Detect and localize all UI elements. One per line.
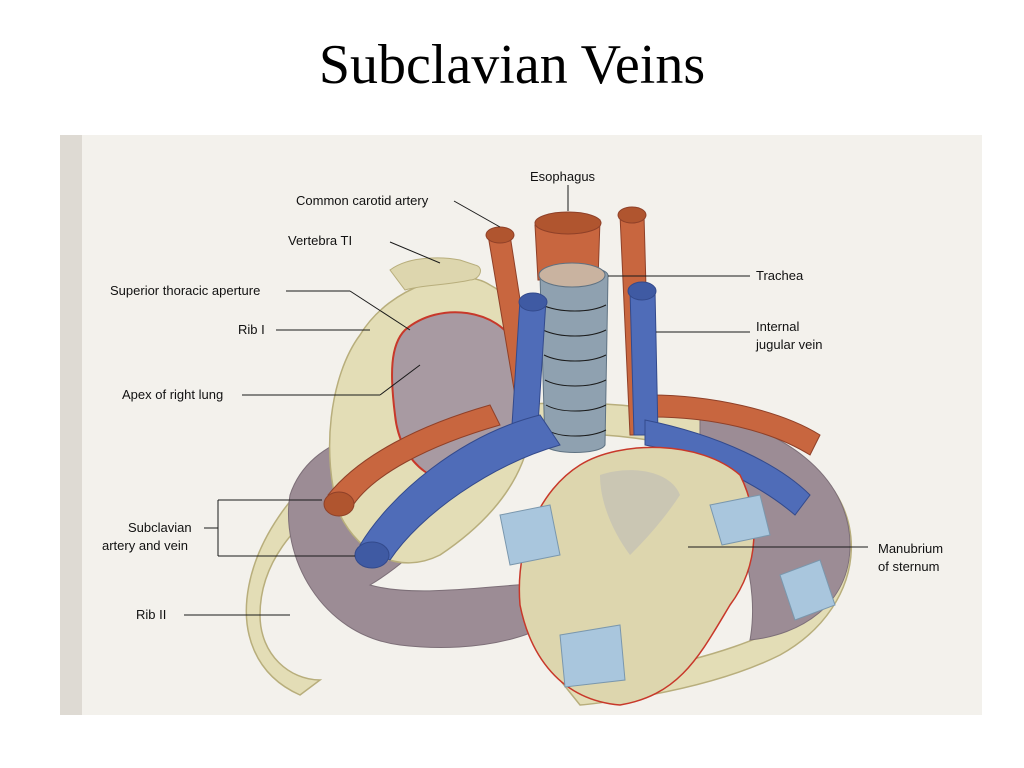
left-jugular-opening [627, 281, 657, 301]
label-common-carotid: Common carotid artery [296, 193, 429, 208]
right-subclavian-artery-opening [323, 491, 355, 517]
left-carotid-opening [617, 206, 647, 224]
rib-i-cartilage-left [709, 494, 771, 546]
label-subclavian-1: Subclavian [128, 520, 192, 535]
label-manubrium-1: Manubrium [878, 541, 943, 556]
label-rib-ii: Rib II [136, 607, 166, 622]
label-superior-aperture: Superior thoracic aperture [110, 283, 260, 298]
manubrium-notch-shadow [600, 470, 680, 555]
anatomy-figure: Esophagus Common carotid artery Vertebra… [60, 135, 982, 715]
right-subclavian-vein-opening [354, 541, 390, 569]
rib-i-cartilage-right [499, 504, 561, 566]
leader-lines [184, 185, 868, 616]
label-manubrium-2: of sternum [878, 559, 939, 574]
trachea [538, 262, 609, 453]
label-esophagus: Esophagus [530, 169, 596, 184]
rib-ii-cartilage-right [559, 624, 626, 688]
label-trachea: Trachea [756, 268, 804, 283]
page-gutter-shadow [60, 135, 82, 715]
label-subclavian-2: artery and vein [102, 538, 188, 553]
label-internal-jugular-2: jugular vein [755, 337, 823, 352]
right-subclavian-vein [359, 414, 561, 561]
slide-title: Subclavian Veins [318, 34, 706, 96]
label-internal-jugular-1: Internal [756, 319, 799, 334]
left-subclavian-artery [649, 394, 821, 456]
right-subclavian-artery [327, 404, 501, 511]
rib-ii-cartilage-left [779, 559, 836, 621]
label-rib-i: Rib I [238, 322, 265, 337]
right-carotid-opening [485, 226, 515, 244]
anatomy-illustration: Esophagus Common carotid artery Vertebra… [60, 135, 943, 715]
right-jugular-opening [518, 292, 548, 312]
left-internal-jugular-vein [629, 289, 659, 436]
label-vertebra-ti: Vertebra TI [288, 233, 352, 248]
esophagus-opening [534, 211, 602, 235]
label-apex-right-lung: Apex of right lung [122, 387, 223, 402]
